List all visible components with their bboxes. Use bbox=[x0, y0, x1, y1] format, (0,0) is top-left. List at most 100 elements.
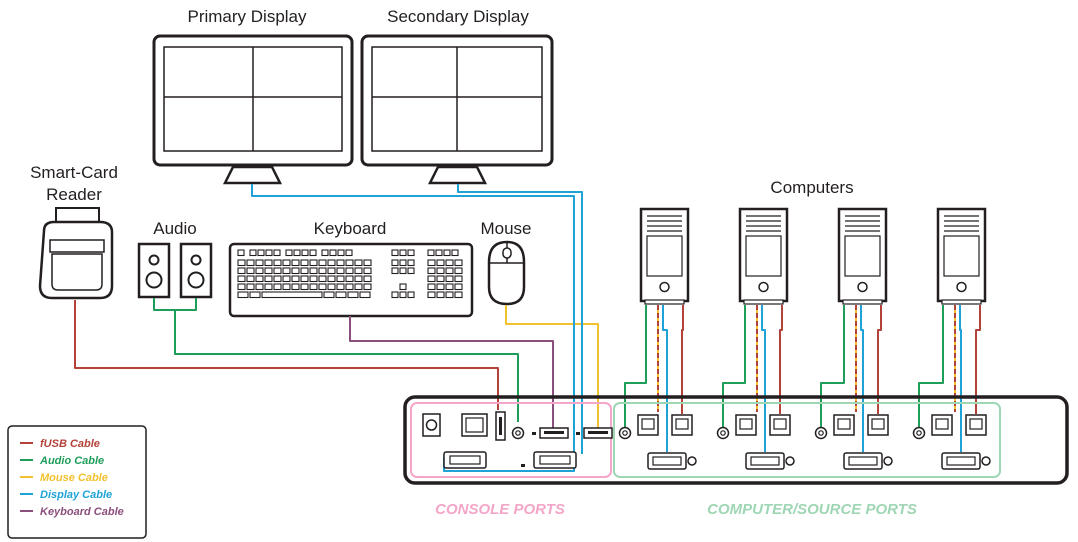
keyboard-key bbox=[454, 259, 463, 267]
console-ports-label: CONSOLE PORTS bbox=[435, 501, 565, 518]
keyboard-key bbox=[407, 291, 415, 299]
keyboard-key bbox=[391, 291, 399, 299]
keyboard-key bbox=[427, 259, 436, 267]
computer-usb-cable-right bbox=[975, 305, 981, 414]
keyboard-key bbox=[327, 267, 336, 275]
secondary-display-label: Secondary Display bbox=[387, 7, 529, 26]
computer-audio-cable bbox=[722, 305, 746, 427]
computer-usb-cable-right bbox=[877, 305, 882, 414]
console-ports bbox=[422, 411, 613, 469]
keyboard-key bbox=[309, 259, 318, 267]
keyboard-key bbox=[291, 259, 300, 267]
kvm-switch bbox=[403, 395, 1069, 485]
keyboard-key bbox=[435, 249, 443, 257]
computer-port-set bbox=[618, 414, 697, 470]
keyboard-key bbox=[445, 283, 454, 291]
keyboard-key bbox=[318, 275, 327, 283]
smart-card-reader-label-line2: Reader bbox=[46, 185, 102, 204]
keyboard-key bbox=[345, 283, 354, 291]
keyboard-key bbox=[427, 249, 435, 257]
keyboard-key bbox=[354, 259, 363, 267]
keyboard-key bbox=[323, 291, 335, 299]
computer-display-cable bbox=[860, 305, 864, 452]
keyboard-key bbox=[282, 275, 291, 283]
computer-tower bbox=[936, 207, 987, 305]
keyboard-key bbox=[265, 249, 273, 257]
keyboard-key bbox=[291, 267, 300, 275]
keyboard-key bbox=[246, 275, 255, 283]
keyboard-key bbox=[399, 291, 407, 299]
keyboard-key bbox=[399, 259, 407, 267]
keyboard-key bbox=[249, 249, 257, 257]
keyboard-key bbox=[345, 275, 354, 283]
keyboard-key bbox=[321, 249, 329, 257]
computer-cables bbox=[624, 305, 981, 452]
legend-label: Mouse Cable bbox=[40, 472, 108, 484]
smart-card-reader bbox=[38, 207, 114, 300]
computer-port-set bbox=[912, 414, 991, 470]
keyboard-key bbox=[273, 283, 282, 291]
computer-audio-cable bbox=[624, 305, 647, 427]
keyboard-key bbox=[237, 283, 246, 291]
audio-cable-speakers-link bbox=[153, 298, 197, 311]
keyboard-key bbox=[436, 275, 445, 283]
keyboard-key bbox=[399, 249, 407, 257]
keyboard-key bbox=[246, 283, 255, 291]
mouse-cable bbox=[505, 305, 599, 428]
keyboard-key bbox=[436, 259, 445, 267]
computers bbox=[639, 207, 987, 305]
keyboard-key bbox=[257, 249, 265, 257]
keyboard-key bbox=[391, 259, 399, 267]
keyboard-key bbox=[273, 267, 282, 275]
keyboard-key bbox=[249, 291, 261, 299]
legend-item: fUSB Cable bbox=[20, 438, 100, 450]
audio-cable-console bbox=[174, 310, 519, 422]
computer-audio-cable bbox=[918, 305, 944, 427]
keyboard-key bbox=[354, 283, 363, 291]
keyboard-key bbox=[399, 267, 407, 275]
usb-cable-smart-card bbox=[74, 300, 499, 410]
keyboard-key bbox=[436, 283, 445, 291]
keyboard-key bbox=[363, 267, 372, 275]
computer-display-cable bbox=[662, 305, 668, 452]
secondary-display bbox=[360, 34, 554, 185]
keyboard-key bbox=[445, 275, 454, 283]
computer-usb-cable-right bbox=[681, 305, 684, 414]
mouse-label: Mouse bbox=[480, 219, 531, 238]
keyboard-key bbox=[427, 291, 436, 299]
keyboard-key bbox=[454, 275, 463, 283]
mouse bbox=[487, 240, 526, 306]
keyboard-key bbox=[309, 249, 317, 257]
keyboard-key bbox=[285, 249, 293, 257]
computer-port-set bbox=[814, 414, 893, 470]
keyboard-key bbox=[309, 283, 318, 291]
keyboard-key bbox=[345, 267, 354, 275]
audio-speakers bbox=[137, 242, 213, 299]
keyboard-key bbox=[336, 275, 345, 283]
keyboard-key bbox=[255, 259, 264, 267]
keyboard-key bbox=[391, 267, 399, 275]
keyboard-key bbox=[300, 259, 309, 267]
keyboard-key bbox=[327, 283, 336, 291]
keyboard-key bbox=[318, 267, 327, 275]
keyboard bbox=[228, 242, 474, 318]
keyboard-key bbox=[246, 267, 255, 275]
keyboard-key bbox=[354, 275, 363, 283]
keyboard-key bbox=[345, 259, 354, 267]
keyboard-key bbox=[255, 275, 264, 283]
keyboard-key bbox=[427, 275, 436, 283]
keyboard-key bbox=[291, 283, 300, 291]
computers-label: Computers bbox=[770, 178, 853, 197]
keyboard-key bbox=[318, 259, 327, 267]
keyboard-key bbox=[282, 283, 291, 291]
keyboard-key bbox=[359, 291, 371, 299]
keyboard-key bbox=[363, 275, 372, 283]
keyboard-key bbox=[329, 249, 337, 257]
keyboard-key bbox=[347, 291, 359, 299]
keyboard-key bbox=[454, 291, 463, 299]
display-cable-primary bbox=[251, 184, 575, 454]
computer-usb-cable-right bbox=[779, 305, 783, 414]
keyboard-key bbox=[264, 275, 273, 283]
